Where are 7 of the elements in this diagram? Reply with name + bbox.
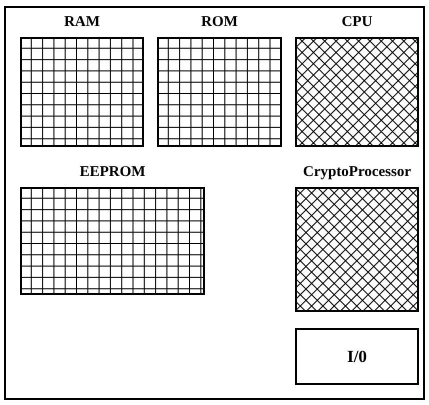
- block-label: CPU: [342, 13, 372, 31]
- block-label: RAM: [64, 13, 100, 31]
- block-label: CryptoProcessor: [302, 163, 412, 181]
- block-label: EEPROM: [80, 163, 146, 181]
- block-label: ROM: [201, 13, 238, 31]
- chip-outline: [4, 6, 425, 400]
- io-block: I/0: [295, 328, 419, 385]
